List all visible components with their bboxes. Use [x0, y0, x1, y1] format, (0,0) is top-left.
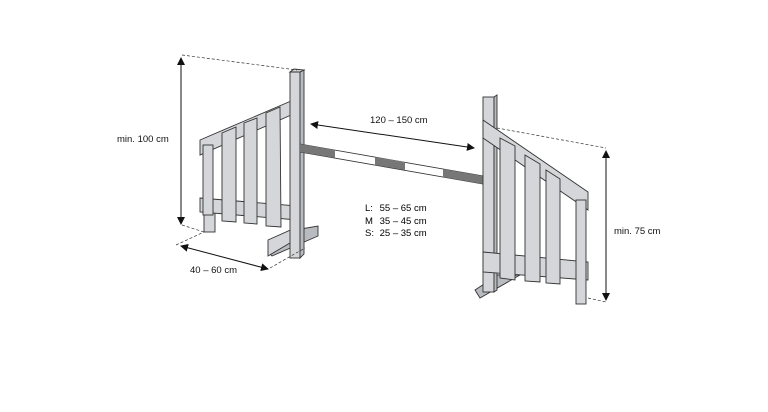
height-left-label: min. 100 cm	[117, 134, 169, 145]
width-label: 120 – 150 cm	[370, 115, 428, 126]
depth-arrow	[180, 243, 269, 272]
pole-height-l: L: 55 – 65 cm	[365, 203, 427, 214]
right-wing-standard	[474, 94, 589, 305]
pole-height-s: S: 25 – 35 cm	[365, 228, 427, 239]
right-end-post	[575, 199, 587, 305]
jump-pole	[299, 143, 484, 185]
pole-height-m: M 35 – 45 cm	[365, 215, 427, 227]
left-post	[289, 71, 301, 259]
pole-height-list: L: 55 – 65 cm M 35 – 45 cm S: 25 – 35 cm	[365, 203, 427, 241]
height-right-label: min. 75 cm	[614, 226, 661, 237]
depth-label: 40 – 60 cm	[190, 265, 237, 276]
width-arrow	[310, 121, 475, 151]
left-wing-standard	[199, 68, 319, 260]
